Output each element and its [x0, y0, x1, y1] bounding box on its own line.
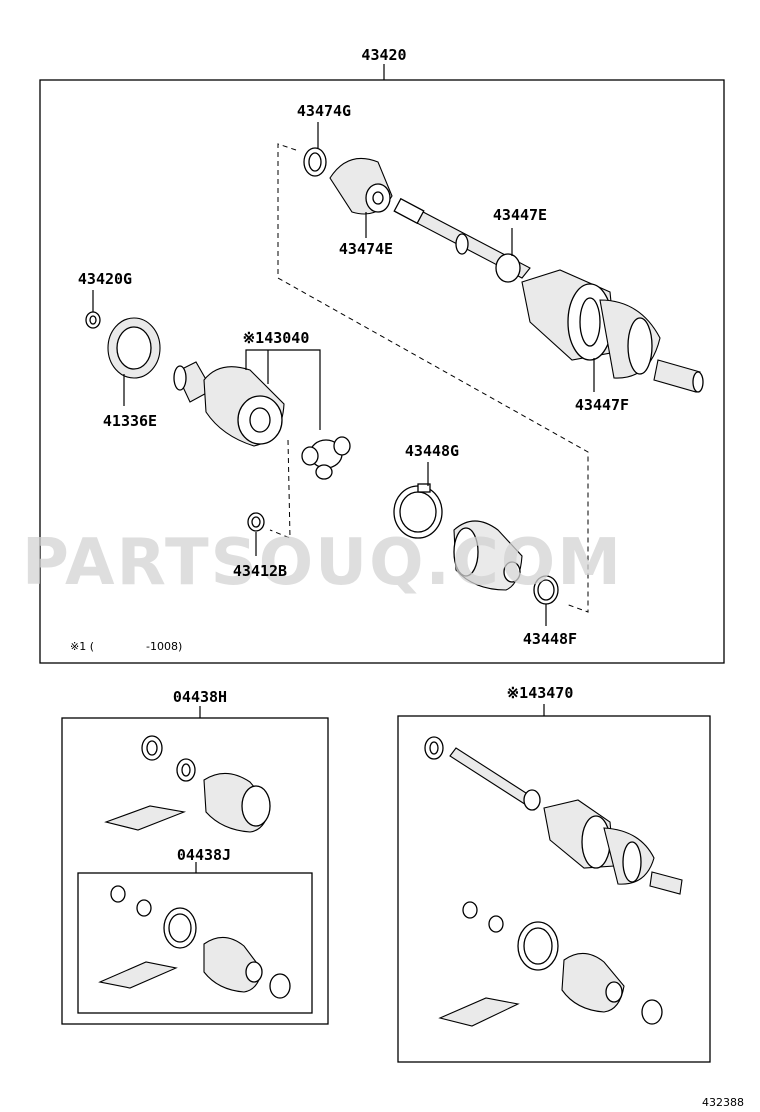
kit-04438h-parts-icon[interactable] — [104, 735, 271, 833]
footnote-range: -1008) — [146, 640, 182, 653]
leader-43040 — [245, 349, 321, 430]
label-boot-clamp-small[interactable]: 43448F — [523, 630, 577, 648]
inboard-joint-icon[interactable] — [173, 361, 285, 447]
label-seal[interactable]: 41336E — [103, 412, 157, 430]
watermark: PARTSOUQ.COM — [22, 526, 623, 600]
boot-clamp-43448f-icon[interactable] — [533, 575, 559, 605]
label-clamp-bearing[interactable]: 43447E — [493, 206, 547, 224]
diagram-id: 432388 — [702, 1096, 744, 1109]
label-inboard-joint[interactable]: ※143040 — [243, 329, 310, 347]
label-kit-left[interactable]: 04438H — [173, 688, 227, 706]
label-damper[interactable]: 43474E — [339, 240, 393, 258]
kit-04438j-frame — [77, 872, 313, 1014]
label-main-assembly[interactable]: 43420 — [361, 46, 406, 64]
kit-43470-shaft-icon[interactable] — [424, 736, 683, 895]
label-outboard-clamp[interactable]: 43447F — [575, 396, 629, 414]
clamp-43474g-icon[interactable] — [303, 147, 327, 177]
label-kit-left-inner[interactable]: 04438J — [177, 846, 231, 864]
boot-clamp-43448g-icon[interactable] — [393, 483, 443, 539]
label-snap-ring-small[interactable]: 43412B — [233, 562, 287, 580]
label-boot-clamp-big[interactable]: 43448G — [405, 442, 459, 460]
boot-icon[interactable] — [453, 520, 523, 591]
inboard-dash-leader — [269, 439, 291, 539]
snap-ring-43412b-icon[interactable] — [247, 512, 265, 532]
label-kit-right[interactable]: ※143470 — [507, 684, 574, 702]
kit-04438j-parts-icon[interactable] — [98, 885, 291, 999]
label-clamp-top[interactable]: 43474G — [297, 102, 351, 120]
tripod-icon[interactable] — [301, 436, 351, 480]
kit-43470-parts-icon[interactable] — [438, 901, 663, 1027]
outboard-joint-icon[interactable] — [521, 269, 704, 393]
drive-shaft-icon[interactable] — [393, 197, 531, 283]
damper-43474e-icon[interactable] — [329, 157, 393, 215]
footnote-mark: ※1 ( — [70, 640, 94, 653]
main-assembly-frame — [39, 79, 725, 664]
snap-ring-43420g-icon[interactable] — [85, 311, 101, 329]
kit-04438h-frame — [61, 717, 329, 1025]
label-snap-ring[interactable]: 43420G — [78, 270, 132, 288]
seal-41336e-icon[interactable] — [107, 317, 161, 379]
kit-43470-frame — [397, 715, 711, 1063]
